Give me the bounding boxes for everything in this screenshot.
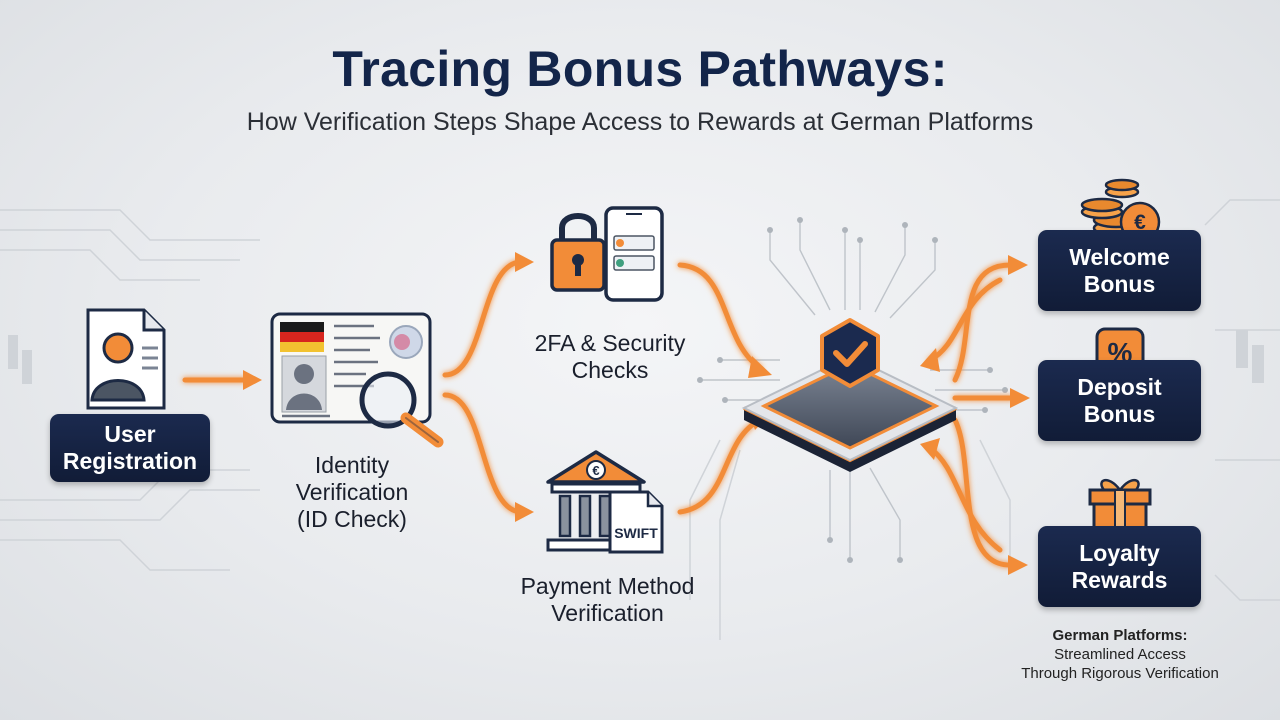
deposit-bonus-box: Deposit Bonus xyxy=(1038,360,1201,441)
arrow-payment-to-hub xyxy=(677,417,763,515)
arrow-identity-to-security xyxy=(442,259,523,378)
user-registration-box: User Registration xyxy=(50,414,210,482)
user-document-icon xyxy=(86,308,166,410)
footnote-title: German Platforms: xyxy=(1052,627,1188,644)
lock-phone-icon xyxy=(550,206,664,302)
page-subtitle: How Verification Steps Shape Access to R… xyxy=(246,108,1034,136)
deposit-bonus-label: Deposit Bonus xyxy=(1077,373,1162,427)
payment-verification-label: Payment Method Verification xyxy=(520,573,695,626)
arrow-welcome-to-hub xyxy=(927,277,1003,363)
loyalty-rewards-label: Loyalty Rewards xyxy=(1071,539,1168,593)
loyalty-rewards-box: Loyalty Rewards xyxy=(1038,526,1201,607)
swift-label: SWIFT xyxy=(614,525,658,541)
bank-icon: € SWIFT xyxy=(546,450,664,554)
page-title: Tracing Bonus Pathways: xyxy=(332,41,948,97)
welcome-bonus-label: Welcome Bonus xyxy=(1069,243,1170,297)
footnote-line-1: Streamlined Access xyxy=(1054,646,1186,663)
identity-verification-label: Identity Verification (ID Check) xyxy=(295,452,409,532)
arrow-identity-to-payment xyxy=(442,392,523,515)
arrow-hub-to-loyalty xyxy=(952,417,1013,568)
id-card-magnifier-icon xyxy=(270,312,444,448)
coin-euro-symbol: € xyxy=(1134,211,1146,234)
footnote: German Platforms: Streamlined Access Thr… xyxy=(990,626,1250,683)
user-registration-label: User Registration xyxy=(62,421,198,474)
welcome-bonus-box: Welcome Bonus xyxy=(1038,230,1201,311)
euro-symbol: € xyxy=(592,463,599,478)
security-checks-label: 2FA & Security Checks xyxy=(534,330,686,383)
arrow-loyalty-to-hub xyxy=(927,445,1003,553)
arrow-security-to-hub xyxy=(677,262,763,371)
verification-hub xyxy=(741,318,959,472)
shield-check-icon xyxy=(820,318,880,388)
footnote-line-2: Through Rigorous Verification xyxy=(1021,665,1219,682)
